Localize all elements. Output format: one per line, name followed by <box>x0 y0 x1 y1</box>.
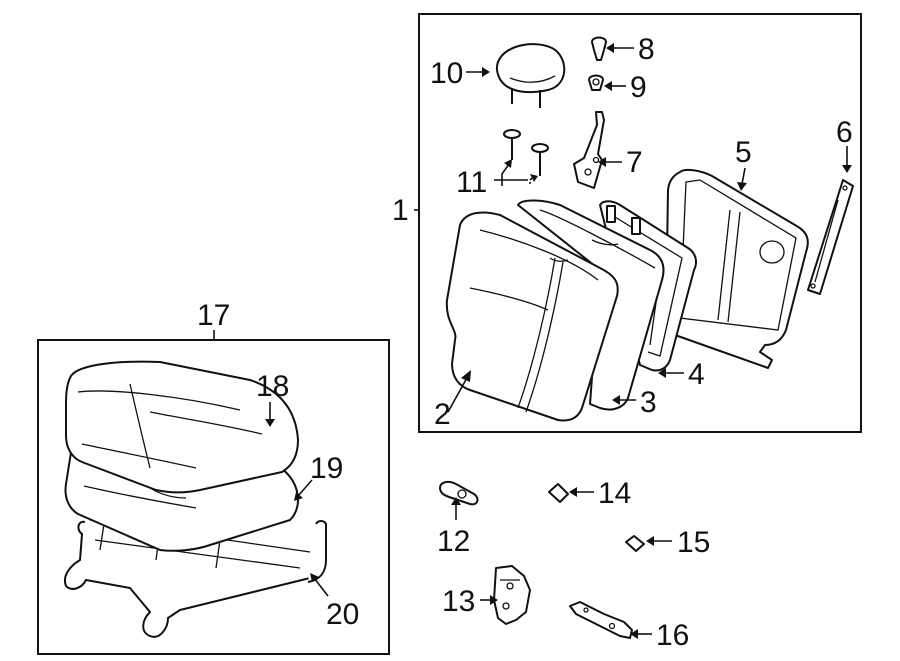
callout-4: 4 <box>688 358 705 391</box>
guide-part <box>588 74 604 91</box>
headrest-part <box>495 43 566 108</box>
callout-12: 12 <box>437 525 470 558</box>
callout-1: 1 <box>392 194 409 227</box>
callout-20: 20 <box>326 598 359 631</box>
cover-cap-part <box>548 483 569 503</box>
lock-bracket-part <box>573 111 605 189</box>
callout-19: 19 <box>310 452 343 485</box>
hinge-bracket-part <box>439 480 479 506</box>
back-panel-part <box>664 168 809 369</box>
callout-2: 2 <box>434 398 451 431</box>
callout-9: 9 <box>630 71 647 104</box>
callout-15: 15 <box>677 526 710 559</box>
leader-lines <box>213 43 852 639</box>
trim-strip-part <box>807 179 854 295</box>
callout-11: 11 <box>456 166 487 199</box>
callout-17: 17 <box>197 299 230 332</box>
callout-14: 14 <box>598 477 631 510</box>
seat-cushion-cover-part <box>65 360 299 494</box>
latch-part <box>493 565 531 625</box>
seatback-pad-part <box>517 199 665 411</box>
callout-13: 13 <box>442 585 475 618</box>
callout-3: 3 <box>640 386 657 419</box>
callout-10: 10 <box>430 57 463 90</box>
callout-8: 8 <box>638 33 655 66</box>
knob-part <box>591 36 607 61</box>
striker-plate-part <box>569 601 633 639</box>
callout-7: 7 <box>626 146 643 179</box>
callout-18: 18 <box>256 370 289 403</box>
callout-5: 5 <box>735 136 752 169</box>
callout-6: 6 <box>836 116 853 149</box>
cover-cap-small-part <box>625 535 645 552</box>
bolts-part <box>503 129 549 176</box>
callout-16: 16 <box>656 619 689 652</box>
seatback-assembly-frame <box>418 13 862 433</box>
seatback-cover-part <box>445 211 619 422</box>
